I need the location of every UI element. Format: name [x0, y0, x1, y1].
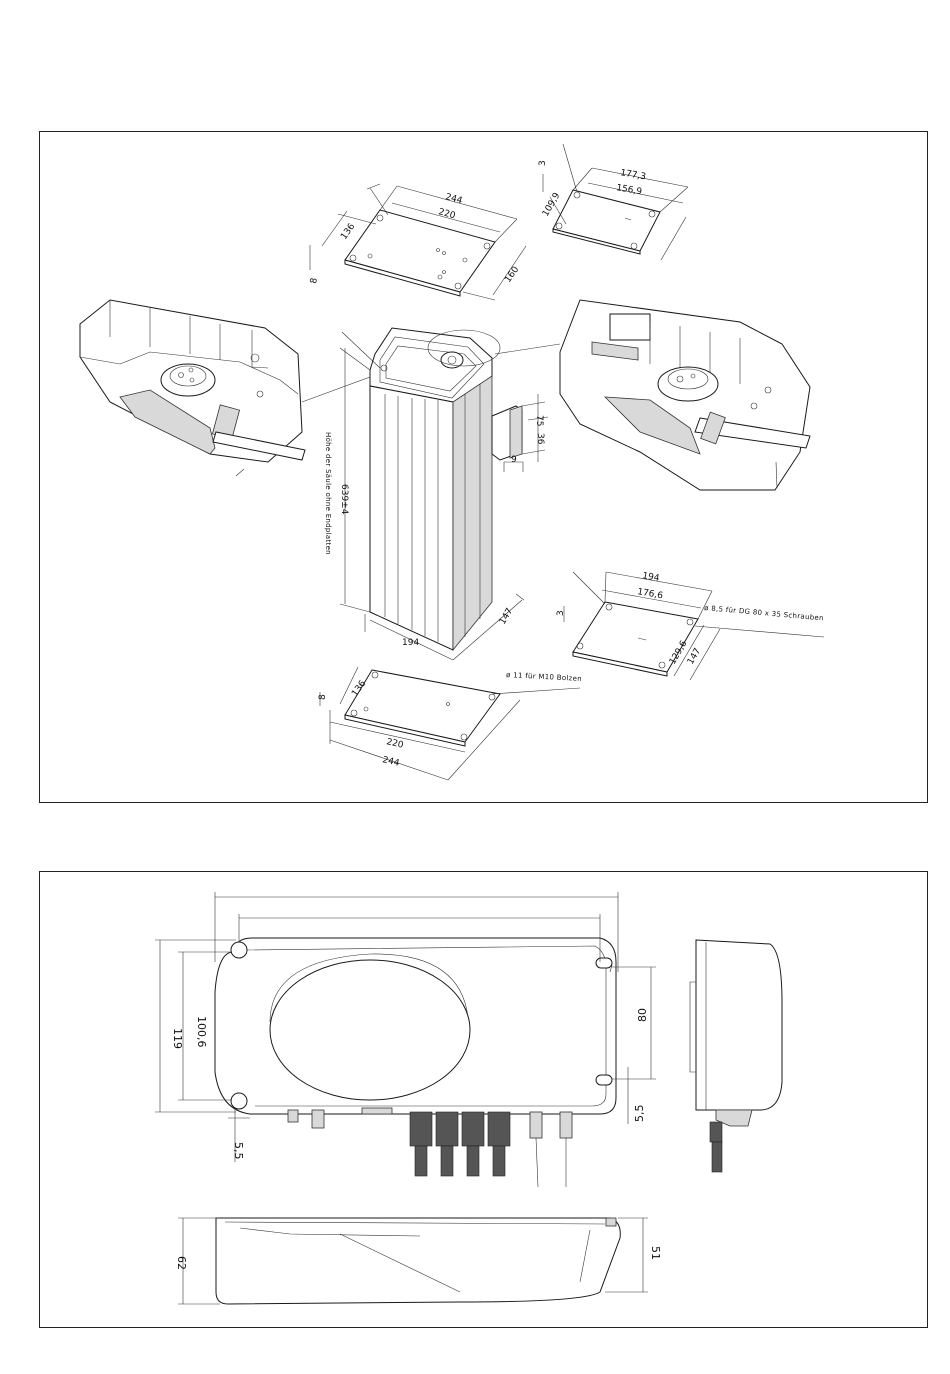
bottom-drawing-panel: 119 100,6 5,5 80 5,5 62 51 [39, 871, 928, 1328]
top-plate-w-inner: 220 [437, 207, 456, 221]
top-view-housing [178, 1218, 648, 1304]
front-view-housing [155, 892, 656, 1187]
top-plate-thick: 8 [309, 277, 320, 285]
top-mounting-plate [310, 184, 526, 300]
bracket-d1: 75 [534, 415, 544, 426]
bottom-plate-w-outer: 244 [381, 755, 400, 769]
bottom-plate-thick: 8 [318, 694, 328, 700]
small-top-d: 109,9 [541, 191, 563, 219]
front-h-holes: 80 [636, 1008, 649, 1022]
top-depth-inner: 51 [649, 1246, 662, 1260]
column-height-note: Höhe der Säule ohne Endplatten [324, 432, 332, 555]
column [340, 328, 560, 660]
front-h-outer: 119 [171, 1028, 184, 1049]
connectors [288, 1108, 572, 1187]
top-plate-d-inner: 136 [339, 222, 357, 242]
small-bottom-thick: 3 [556, 610, 566, 616]
small-top-w-outer: 177,3 [619, 168, 646, 182]
top-plate-d-outer: 160 [503, 265, 521, 285]
small-top-w-inner: 156,9 [615, 183, 642, 197]
small-bottom-w-inner: 176,6 [636, 587, 663, 601]
bottom-plate-w-inner: 220 [385, 737, 404, 751]
top-plate-w-outer: 244 [444, 192, 463, 206]
front-hole-left: 5,5 [232, 1142, 245, 1160]
detail-view-right [560, 300, 810, 490]
small-bottom-d-outer: 147 [686, 647, 703, 667]
column-depth: 147 [498, 607, 515, 627]
bottom-drawing-svg: 119 100,6 5,5 80 5,5 62 51 [40, 872, 929, 1329]
bottom-plate-hole-note: ø 11 für M10 Bolzen [506, 671, 582, 683]
side-view-housing [690, 940, 782, 1172]
column-width: 194 [402, 638, 419, 648]
small-top-thick: 3 [538, 160, 548, 166]
top-depth-outer: 62 [175, 1256, 188, 1270]
small-plate-top [543, 144, 688, 260]
bracket-d2: 36 [535, 433, 545, 445]
front-hole-right: 5,5 [633, 1105, 646, 1123]
top-drawing-svg: 244 220 136 160 8 177,3 156,9 109,9 3 [40, 132, 929, 804]
column-height: 639±4 [339, 484, 349, 515]
small-bottom-w-outer: 194 [641, 571, 660, 584]
top-drawing-panel: 244 220 136 160 8 177,3 156,9 109,9 3 [39, 131, 928, 803]
front-h-inner: 100,6 [195, 1016, 208, 1048]
bracket-d3: 9 [511, 455, 517, 465]
small-bottom-hole-note: ø 8,5 für DG 80 x 35 Schrauben [704, 604, 824, 622]
